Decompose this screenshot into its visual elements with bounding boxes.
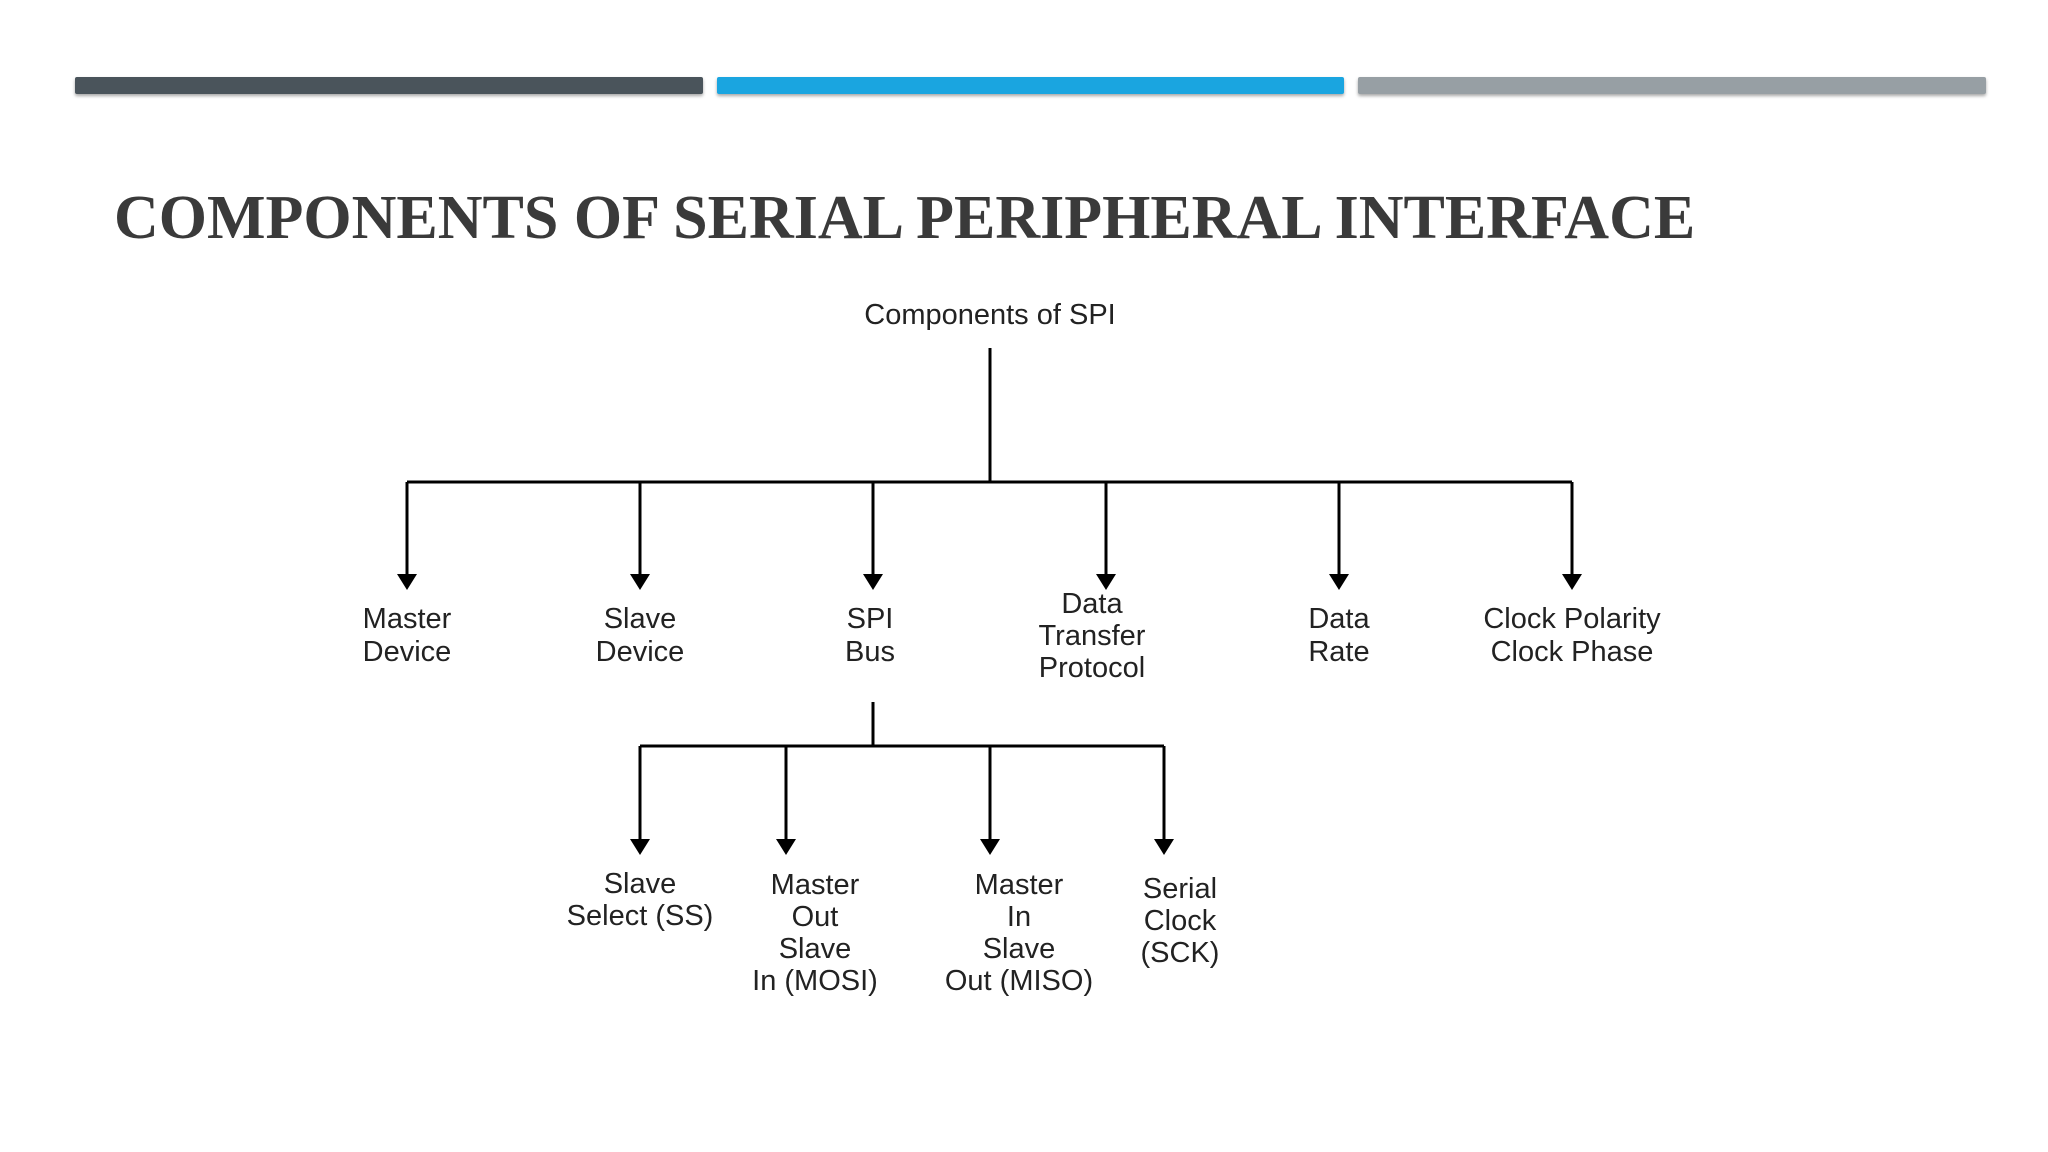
arrowhead-icon xyxy=(1329,574,1349,590)
node-label-line: Data xyxy=(1308,603,1370,635)
node-label-line: Protocol xyxy=(1039,652,1145,684)
arrowhead-icon xyxy=(630,574,650,590)
arrowhead-icon xyxy=(630,839,650,855)
node-label-line: Select (SS) xyxy=(567,900,714,932)
node-label-line: Slave xyxy=(779,933,852,965)
node-label-line: Out xyxy=(792,901,839,933)
node-label-line: Bus xyxy=(845,636,895,668)
node-label-line: Master xyxy=(975,869,1064,901)
node-label-line: Master xyxy=(771,869,860,901)
accent-bar-blue xyxy=(717,77,1344,94)
arrowhead-icon xyxy=(397,574,417,590)
arrowhead-icon xyxy=(1096,574,1116,590)
node-label-line: Clock Phase xyxy=(1491,636,1654,668)
node-label-line: Device xyxy=(363,636,452,668)
node-label-line: Data xyxy=(1061,588,1123,620)
accent-bar-dark xyxy=(75,77,703,94)
node-label-line: Out (MISO) xyxy=(945,965,1093,997)
diagram-connectors xyxy=(397,348,1582,855)
node-label-line: Clock Polarity xyxy=(1483,603,1661,635)
arrowhead-icon xyxy=(1562,574,1582,590)
node-label-line: Serial xyxy=(1143,873,1217,905)
slide-title: COMPONENTS OF SERIAL PERIPHERAL INTERFAC… xyxy=(114,184,1696,252)
arrowhead-icon xyxy=(1154,839,1174,855)
node-label-line: Clock xyxy=(1144,905,1217,937)
node-label-line: (SCK) xyxy=(1141,937,1220,969)
node-label-line: Transfer xyxy=(1039,620,1146,652)
arrowhead-icon xyxy=(776,839,796,855)
node-label-line: Slave xyxy=(983,933,1056,965)
arrowhead-icon xyxy=(980,839,1000,855)
node-label-line: Slave xyxy=(604,868,677,900)
arrowhead-icon xyxy=(863,574,883,590)
node-label-line: SPI xyxy=(847,603,894,635)
node-label-line: Slave xyxy=(604,603,677,635)
node-label-line: Device xyxy=(596,636,685,668)
root-node-label: Components of SPI xyxy=(864,299,1115,331)
node-label-line: Rate xyxy=(1308,636,1369,668)
accent-bar-gray xyxy=(1358,77,1986,94)
node-label-line: Master xyxy=(363,603,452,635)
node-label-line: In (MOSI) xyxy=(752,965,878,997)
node-label-line: In xyxy=(1007,901,1031,933)
